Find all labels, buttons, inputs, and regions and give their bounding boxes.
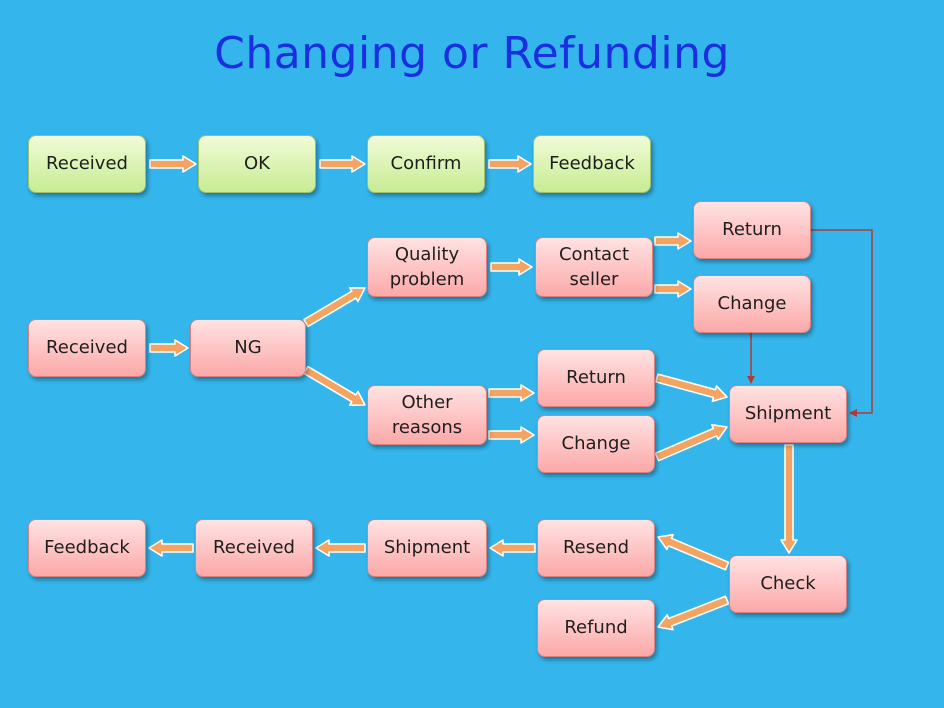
check-node: Check [729, 555, 847, 613]
ng-arrow-return-shipment [655, 373, 728, 403]
quality-problem-node: Quality problem [367, 237, 487, 297]
other-change-node: Change [537, 415, 655, 473]
ng-arrow-contact-return [654, 232, 692, 250]
final-shipment-node: Shipment [367, 519, 487, 577]
ng-arrow-received-feedback [148, 539, 194, 557]
ng-received-node: Received [28, 319, 146, 377]
ng-arrow-check-resend [657, 533, 730, 571]
ok-arrow-2 [319, 155, 366, 173]
ng-arrow-other-return [488, 384, 535, 402]
refund-node: Refund [537, 599, 655, 657]
ng-arrow-change-shipment [654, 423, 728, 462]
return-to-shipment-connector [810, 229, 873, 417]
ok-arrow-1 [149, 155, 197, 173]
ng-arrow-resend-shipment [489, 539, 536, 557]
ng-arrow-ng-other [303, 365, 366, 407]
seller-change-node: Change [693, 275, 811, 333]
seller-return-node: Return [693, 201, 811, 259]
ng-arrow-received-ng [149, 339, 189, 357]
contact-seller-node: Contact seller [535, 237, 653, 297]
ng-arrow-other-change [488, 426, 535, 444]
ok-received-node: Received [28, 135, 146, 193]
ng-arrow-check-refund [657, 595, 730, 631]
ok-arrow-3 [488, 155, 532, 173]
ok-node: OK [198, 135, 316, 193]
ok-feedback-node: Feedback [533, 135, 651, 193]
ng-arrow-quality-contact [490, 258, 533, 276]
other-reasons-node: Other reasons [367, 385, 487, 445]
shipment-node: Shipment [729, 385, 847, 443]
final-feedback-node: Feedback [28, 519, 146, 577]
resend-node: Resend [537, 519, 655, 577]
ng-arrow-shipment-check [780, 444, 798, 554]
ng-arrow-ng-quality [303, 286, 366, 328]
ng-arrow-contact-change [654, 280, 692, 298]
ng-node: NG [190, 319, 306, 377]
ng-arrow-shipment-received [315, 539, 366, 557]
other-return-node: Return [537, 349, 655, 407]
confirm-node: Confirm [367, 135, 485, 193]
final-received-node: Received [195, 519, 313, 577]
diagram-title: Changing or Refunding [214, 28, 730, 79]
